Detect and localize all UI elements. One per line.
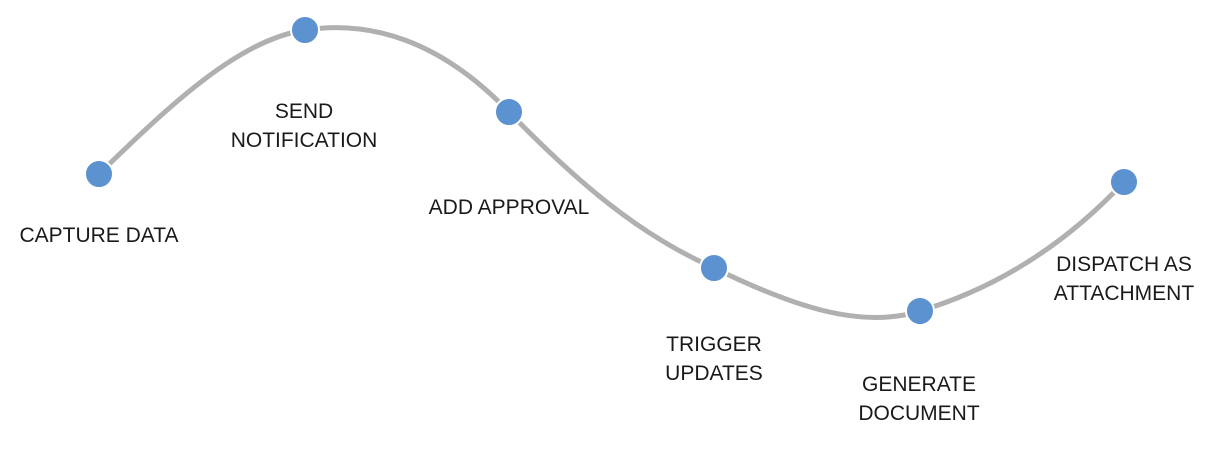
step-labels: CAPTURE DATA SEND NOTIFICATION ADD APPROVAL… (19, 100, 1194, 425)
step-node-1 (84, 159, 114, 189)
step-node-3 (494, 97, 524, 127)
step-label-line: GENERATE (862, 373, 976, 396)
step-label-3: ADD APPROVAL (429, 196, 590, 219)
step-node-5 (905, 296, 935, 326)
step-label-line: CAPTURE DATA (19, 224, 178, 247)
step-label-2: SEND NOTIFICATION (231, 100, 378, 152)
step-label-1: CAPTURE DATA (19, 224, 178, 247)
step-label-line: NOTIFICATION (231, 129, 378, 152)
step-label-line: ATTACHMENT (1054, 282, 1195, 305)
step-label-6: DISPATCH AS ATTACHMENT (1054, 253, 1195, 305)
step-node-6 (1109, 167, 1139, 197)
process-flow-path (96, 25, 1127, 320)
step-label-line: UPDATES (665, 362, 763, 385)
step-label-line: ADD APPROVAL (429, 196, 590, 219)
step-label-line: TRIGGER (666, 333, 762, 356)
step-nodes (84, 15, 1139, 326)
step-label-line: DISPATCH AS (1056, 253, 1192, 276)
step-label-5: GENERATE DOCUMENT (858, 373, 979, 425)
step-label-4: TRIGGER UPDATES (665, 333, 763, 385)
step-node-4 (699, 253, 729, 283)
step-label-line: SEND (275, 100, 333, 123)
step-label-line: DOCUMENT (858, 402, 979, 425)
step-node-2 (290, 15, 320, 45)
